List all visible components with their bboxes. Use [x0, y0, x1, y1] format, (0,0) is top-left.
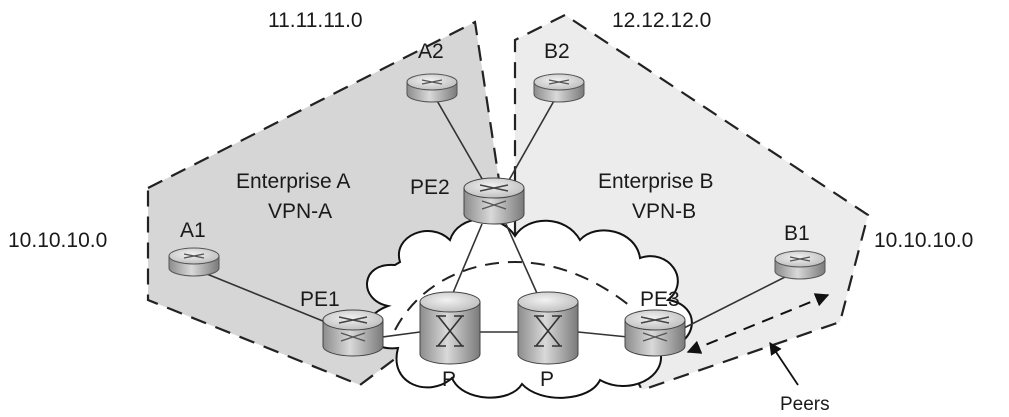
- router-b1-label: B1: [784, 222, 810, 245]
- router-p-left-icon[interactable]: [419, 291, 481, 365]
- router-pe2-icon[interactable]: [463, 177, 525, 225]
- router-pe1-label: PE1: [300, 288, 340, 311]
- router-p-right-label: P: [540, 368, 554, 391]
- router-pe3-icon[interactable]: [624, 309, 686, 357]
- subnet-label-vpn-b-right: 10.10.10.0: [874, 229, 973, 252]
- region-a-vpn: VPN-A: [268, 200, 332, 223]
- region-b-name: Enterprise B: [598, 170, 714, 193]
- router-b2-label: B2: [544, 40, 570, 63]
- region-b-vpn: VPN-B: [632, 200, 696, 223]
- region-a-name: Enterprise A: [236, 170, 350, 193]
- subnet-label-vpn-a-left: 10.10.10.0: [8, 229, 107, 252]
- peers-label: Peers: [780, 394, 830, 415]
- router-b1-icon[interactable]: [774, 250, 826, 280]
- router-p-left-label: P: [442, 368, 456, 391]
- vpn-boundary-arc: [394, 260, 631, 331]
- link-pright-pe3: [577, 331, 629, 338]
- router-a1-icon[interactable]: [168, 247, 220, 277]
- link-pe2-pleft: [449, 223, 483, 301]
- subnet-label-vpn-a-top: 11.11.11.0: [268, 9, 363, 32]
- router-pe1-icon[interactable]: [322, 309, 384, 357]
- peers-arrow: [686, 293, 830, 354]
- subnet-label-vpn-b-top: 12.12.12.0: [612, 9, 711, 32]
- peers-pointer: [769, 341, 799, 386]
- router-b2-icon[interactable]: [533, 73, 585, 103]
- router-p-right-icon[interactable]: [517, 291, 579, 365]
- router-pe2-label: PE2: [410, 176, 450, 199]
- router-a2-icon[interactable]: [406, 73, 458, 103]
- router-pe3-label: PE3: [640, 288, 680, 311]
- router-a1-label: A1: [180, 219, 206, 242]
- router-a2-label: A2: [418, 40, 444, 63]
- link-b2-pe2: [499, 91, 560, 197]
- link-pe2-pright: [505, 223, 541, 301]
